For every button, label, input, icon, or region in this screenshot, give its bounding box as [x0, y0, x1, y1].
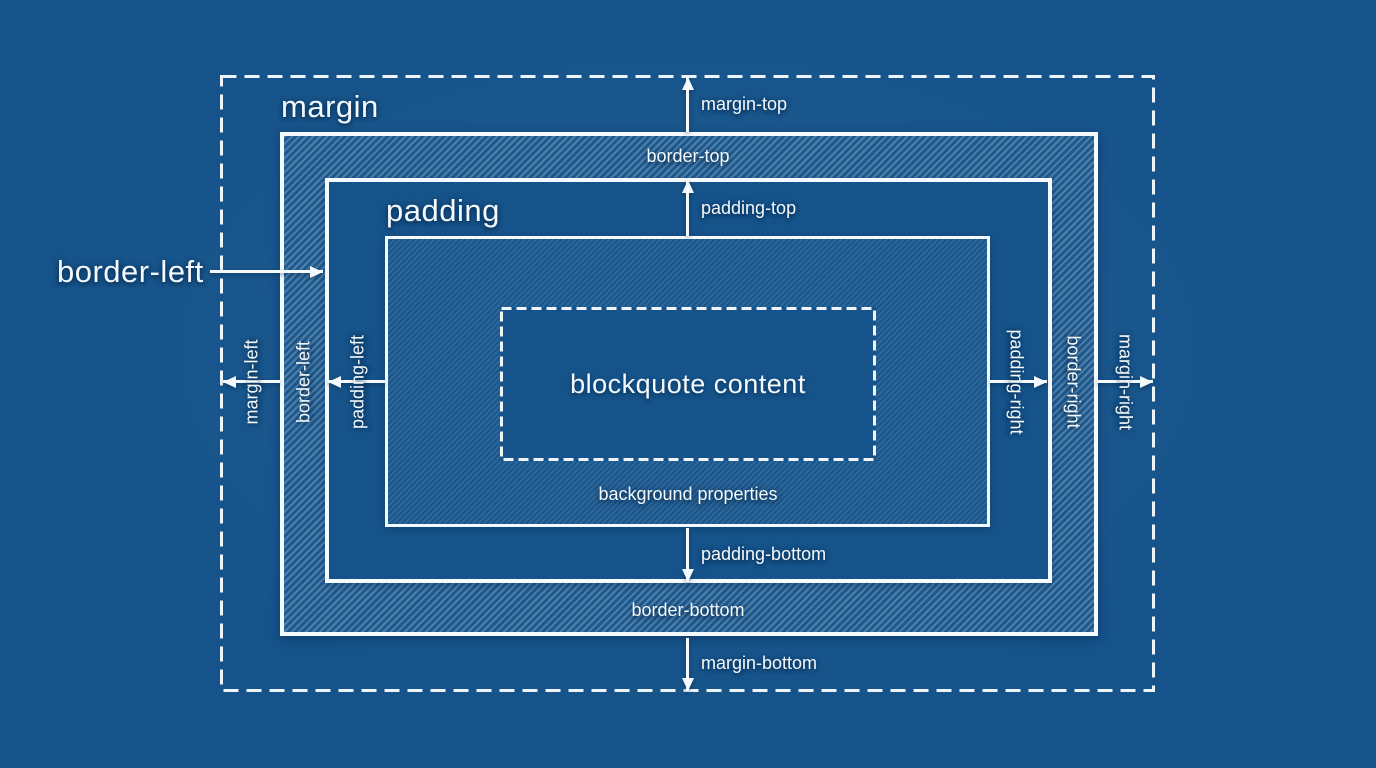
padding-left-arrow — [328, 380, 385, 383]
padding-top-arrow — [686, 180, 689, 236]
blockquote-content-box: blockquote content — [500, 307, 876, 461]
margin-bottom-arrow — [686, 638, 689, 691]
padding-bottom-label: padding-bottom — [701, 544, 827, 564]
margin-right-arrow — [1097, 380, 1153, 383]
blockquote-content-label: blockquote content — [570, 368, 806, 399]
background-properties-label: background properties — [598, 484, 778, 504]
border-left-callout-arrow — [210, 270, 323, 273]
padding-right-arrow — [990, 380, 1047, 383]
padding-area-label: padding — [386, 193, 500, 228]
content-dashed-border — [500, 307, 876, 461]
padding-right-label: padding-right — [1006, 329, 1027, 435]
padding-bottom-arrow — [686, 528, 689, 582]
margin-area-label: margin — [281, 89, 379, 124]
border-top-label: border-top — [646, 146, 730, 166]
margin-right-label: margin-right — [1115, 333, 1136, 431]
margin-bottom-label: margin-bottom — [701, 653, 818, 673]
border-left-callout-label: border-left — [57, 254, 204, 289]
margin-top-arrow — [686, 77, 689, 132]
border-right-edge-label: border-right — [1063, 335, 1084, 429]
padding-left-label: padding-left — [347, 334, 368, 430]
border-left-edge-label: border-left — [293, 340, 314, 424]
border-bottom-label: border-bottom — [631, 600, 745, 620]
padding-top-label: padding-top — [701, 198, 797, 218]
margin-left-label: margin-left — [241, 339, 262, 425]
margin-top-label: margin-top — [701, 94, 788, 114]
margin-left-arrow — [223, 380, 280, 383]
